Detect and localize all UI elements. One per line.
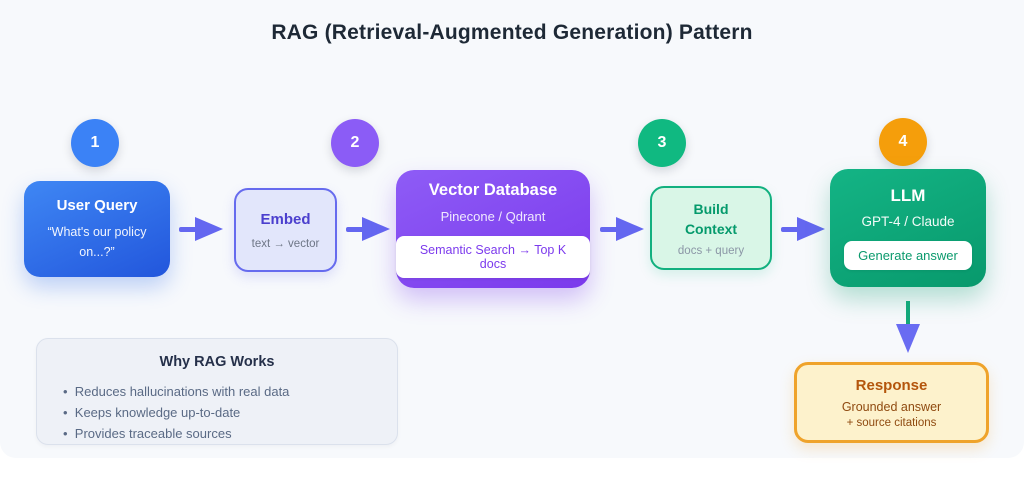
- node-subtitle: Grounded answer: [841, 399, 942, 414]
- node-user-query: User Query “What's our policy on...?”: [24, 181, 170, 277]
- why-rag-works-card: Why RAG Works Reduces hallucinations wit…: [36, 338, 398, 445]
- node-subtitle: Pinecone / Qdrant: [440, 208, 546, 224]
- bullet-item: Reduces hallucinations with real data: [63, 381, 397, 402]
- node-note: + source citations: [846, 416, 937, 429]
- down-arrow-head-icon: [896, 324, 920, 353]
- node-title: Embed: [260, 210, 311, 228]
- node-build-context: Build Context docs + query: [650, 186, 772, 270]
- step-number: 3: [657, 134, 667, 151]
- node-title: Build Context: [684, 200, 738, 237]
- step-badge-1: 1: [71, 119, 119, 167]
- step-number: 2: [350, 134, 360, 151]
- node-title: LLM: [890, 186, 926, 205]
- node-subtitle: “What's our policy on...?”: [47, 224, 147, 259]
- node-title: User Query: [56, 196, 138, 214]
- arrow-tail: [346, 226, 364, 232]
- node-embed: Embed text → vector: [234, 188, 337, 272]
- arrow-head-icon: [195, 217, 223, 241]
- page-title: RAG (Retrieval-Augmented Generation) Pat…: [271, 21, 753, 44]
- generate-answer-badge: Generate answer: [844, 241, 972, 270]
- node-subtitle: docs + query: [677, 245, 745, 258]
- bullet-item: Keeps knowledge up-to-date: [63, 402, 397, 423]
- info-card-title: Why RAG Works: [159, 354, 275, 370]
- info-card-bullet-list: Reduces hallucinations with real data Ke…: [63, 381, 397, 444]
- semantic-search-badge: Semantic Search → Top K docs: [396, 235, 590, 278]
- step-number: 4: [898, 133, 908, 150]
- arrow-head-icon: [797, 217, 825, 241]
- arrow-tail: [781, 226, 799, 232]
- node-subtitle: text → vector: [251, 237, 320, 250]
- node-title: Response: [855, 376, 928, 394]
- step-badge-2: 2: [331, 119, 379, 167]
- step-badge-3: 3: [638, 119, 686, 167]
- arrow-head-icon: [362, 217, 390, 241]
- node-vector-database: Vector Database Pinecone / Qdrant Semant…: [396, 170, 590, 288]
- node-title: Vector Database: [428, 180, 558, 199]
- arrow-tail: [179, 226, 197, 232]
- node-subtitle: GPT-4 / Claude: [861, 214, 955, 229]
- node-response: Response Grounded answer + source citati…: [794, 362, 989, 443]
- arrow-tail: [600, 226, 618, 232]
- arrow-head-icon: [616, 217, 644, 241]
- step-badge-4: 4: [879, 118, 927, 166]
- node-llm: LLM GPT-4 / Claude Generate answer: [830, 169, 986, 287]
- bullet-item: Provides traceable sources: [63, 423, 397, 444]
- step-number: 1: [90, 134, 100, 151]
- down-arrow-line: [906, 301, 910, 326]
